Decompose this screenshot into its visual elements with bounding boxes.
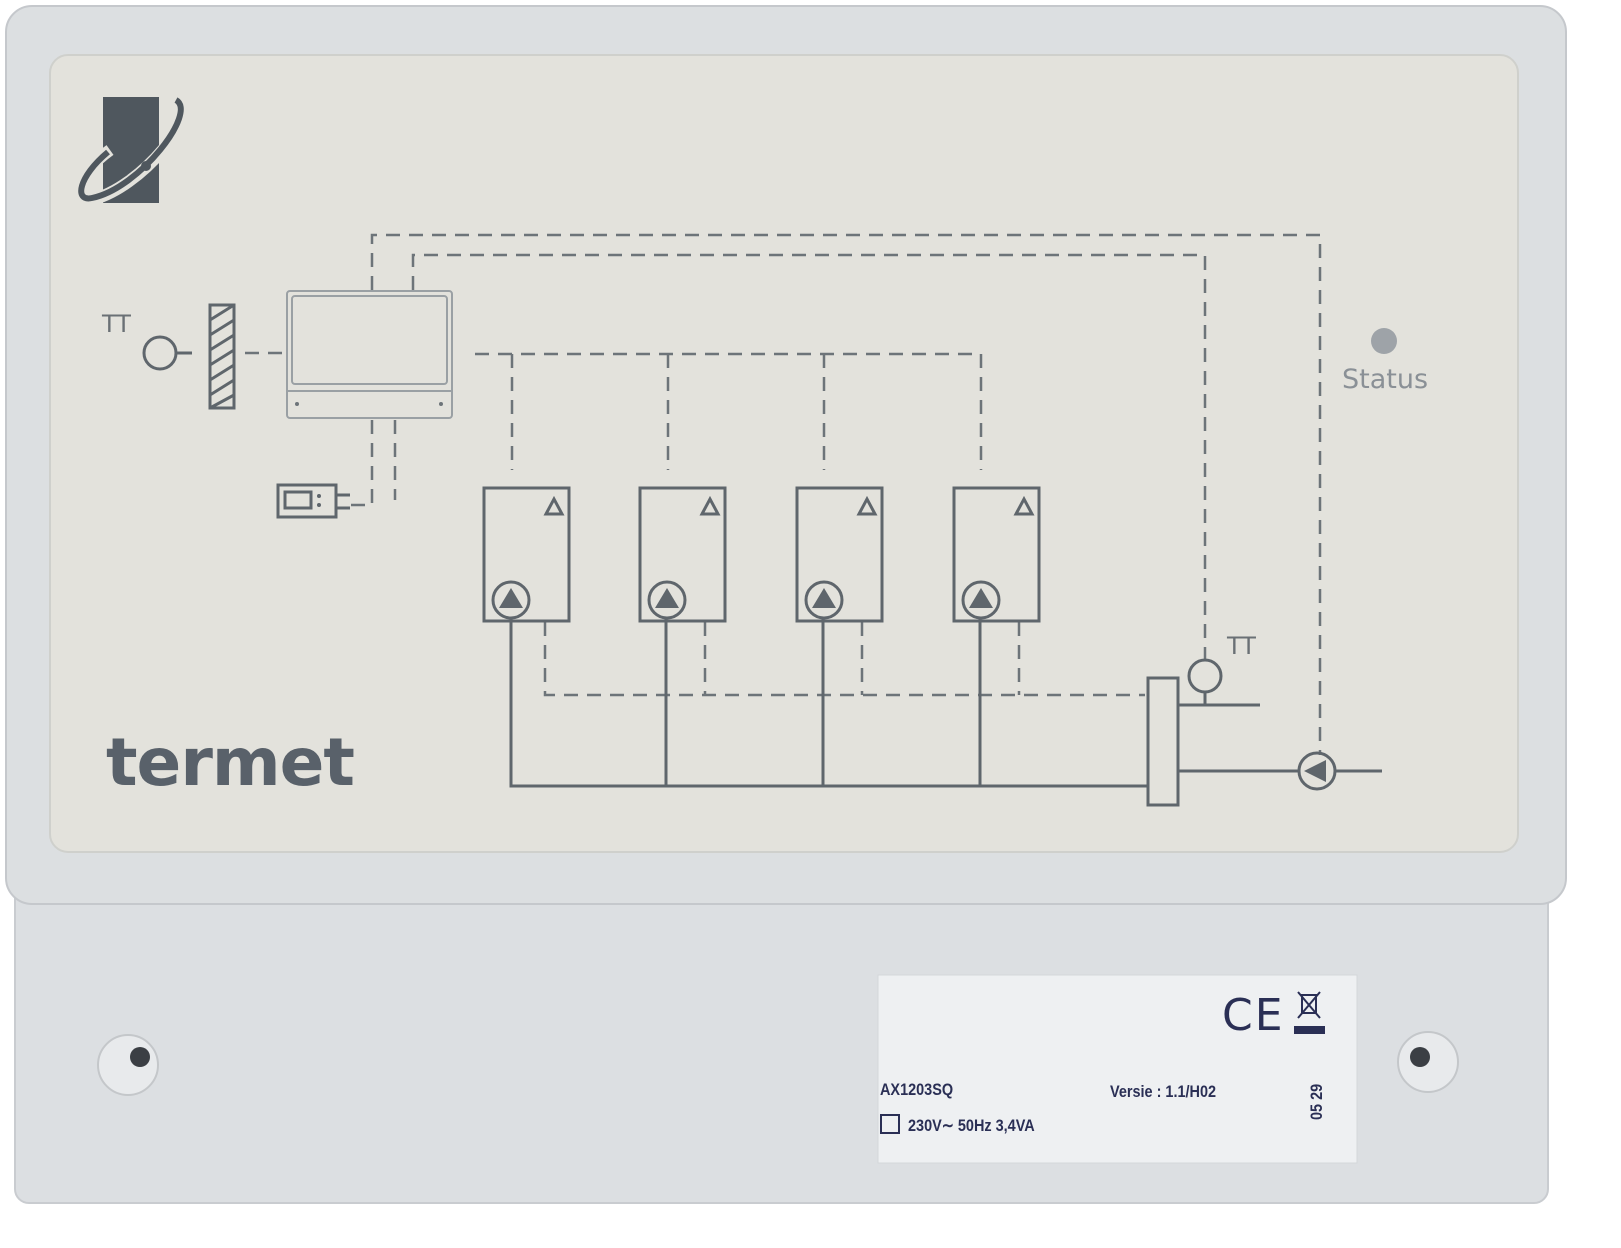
termet-logo-icon	[72, 92, 191, 207]
model-number: AX1203SQ	[880, 1080, 954, 1099]
boiler-icon	[638, 486, 727, 623]
controller-icon	[286, 290, 453, 419]
ce-mark: CE	[1222, 990, 1285, 1041]
screw-hole-right	[1397, 1031, 1459, 1093]
sensor-label-right: TT	[1227, 632, 1256, 660]
status-label: Status	[1342, 364, 1429, 395]
class-ii-icon	[880, 1114, 900, 1134]
date-code: 05 29	[1307, 1083, 1326, 1120]
hydraulic-header-icon	[1146, 676, 1180, 807]
status-led	[1371, 328, 1397, 354]
sensor-label-left: TT	[102, 310, 131, 338]
wall-icon	[208, 303, 236, 410]
rating-label	[877, 974, 1358, 1164]
version: Versie : 1.1/H02	[1110, 1082, 1217, 1101]
power-rating: 230V∼ 50Hz 3,4VA	[908, 1116, 1035, 1135]
room-thermostat-icon	[276, 483, 350, 519]
boiler-icon	[795, 486, 884, 623]
circulation-pump-icon	[1297, 751, 1337, 791]
boiler-icon	[952, 486, 1041, 623]
brand-name: termet	[106, 724, 355, 801]
crossed-bin-icon	[1294, 991, 1325, 1034]
screw-hole-left	[97, 1034, 159, 1096]
